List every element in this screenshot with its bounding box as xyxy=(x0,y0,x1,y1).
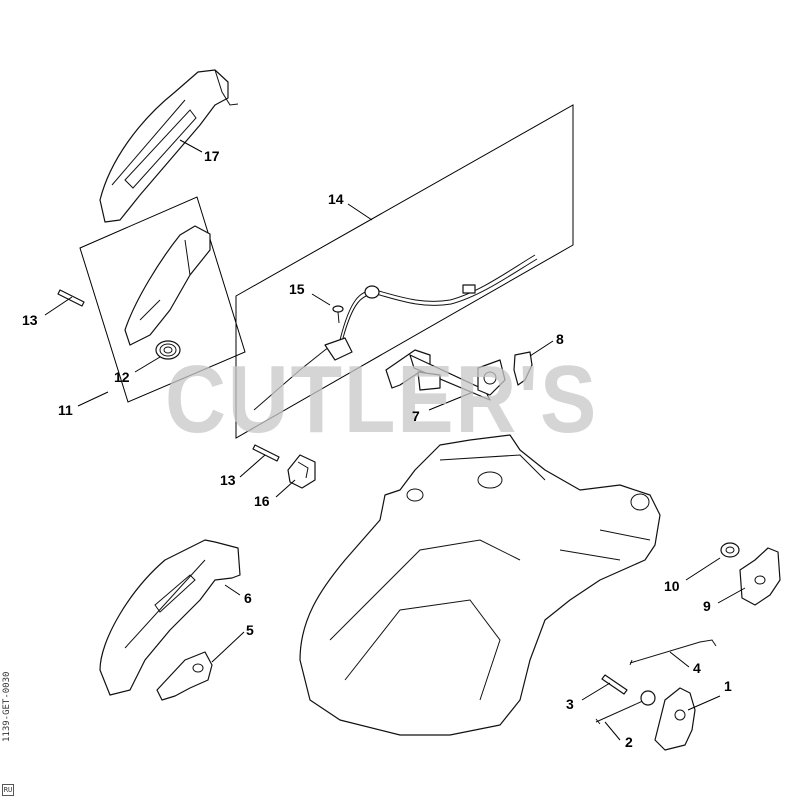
leader-5 xyxy=(211,631,245,663)
leader-6 xyxy=(224,584,241,596)
part-6-handle-molding xyxy=(99,539,241,696)
leader-17 xyxy=(179,139,203,153)
part-12-spring xyxy=(155,340,181,360)
callout-2: 2 xyxy=(625,734,633,750)
callout-10: 10 xyxy=(664,578,680,594)
part-17-handle-molding xyxy=(99,69,239,223)
part-4-rod xyxy=(629,639,717,666)
part-15-kit-frame xyxy=(235,104,574,439)
part-16-screw xyxy=(332,305,344,324)
part-3-pin xyxy=(601,674,628,695)
part-8-lever xyxy=(513,351,533,386)
callout-1: 1 xyxy=(724,678,732,694)
callout-12: 12 xyxy=(114,369,130,385)
callout-11: 11 xyxy=(58,402,73,418)
leader-3 xyxy=(581,682,611,701)
callout-4: 4 xyxy=(693,660,701,676)
leader-16 xyxy=(311,293,331,306)
leader-1 xyxy=(687,695,721,711)
callout-8: 8 xyxy=(556,331,564,347)
leader-12 xyxy=(134,356,161,373)
leader-lines xyxy=(44,139,746,741)
leader-13a xyxy=(44,296,73,316)
leader-11 xyxy=(77,391,109,407)
part-1-trigger xyxy=(654,687,696,751)
part-11-kit-frame xyxy=(79,196,246,403)
leader-4 xyxy=(669,651,690,668)
leader-2 xyxy=(604,721,621,741)
part-10-bushing xyxy=(720,542,740,558)
callout-6: 6 xyxy=(244,590,252,606)
part-11-trigger xyxy=(124,225,211,346)
part-2-spring xyxy=(595,690,656,725)
part-5-lever xyxy=(156,651,213,701)
part-9-lever xyxy=(739,547,781,606)
callout-16: 15 xyxy=(289,281,305,297)
callout-15: 14 xyxy=(328,191,344,207)
callout-13-lower: 13 xyxy=(220,472,236,488)
leader-13b xyxy=(239,454,266,478)
callout-3: 3 xyxy=(566,696,574,712)
callout-17: 17 xyxy=(204,148,220,164)
leader-10 xyxy=(685,557,721,581)
callout-13-upper: 13 xyxy=(22,312,38,328)
leader-15 xyxy=(347,203,373,221)
leader-9 xyxy=(717,587,746,604)
part-7-throttle-shaft xyxy=(385,349,506,401)
callout-14: 16 xyxy=(254,493,270,509)
callout-7: 7 xyxy=(412,408,420,424)
drawing-code: 1139-GET-0030 xyxy=(2,671,12,742)
main-housing xyxy=(299,434,661,736)
part-13-pin-lower xyxy=(252,444,280,462)
leader-14 xyxy=(275,479,296,498)
leader-7 xyxy=(428,391,474,411)
leader-8 xyxy=(529,340,554,357)
drawing-code-box: RU xyxy=(2,784,14,796)
callout-9: 9 xyxy=(703,598,711,614)
callout-5: 5 xyxy=(246,622,254,638)
